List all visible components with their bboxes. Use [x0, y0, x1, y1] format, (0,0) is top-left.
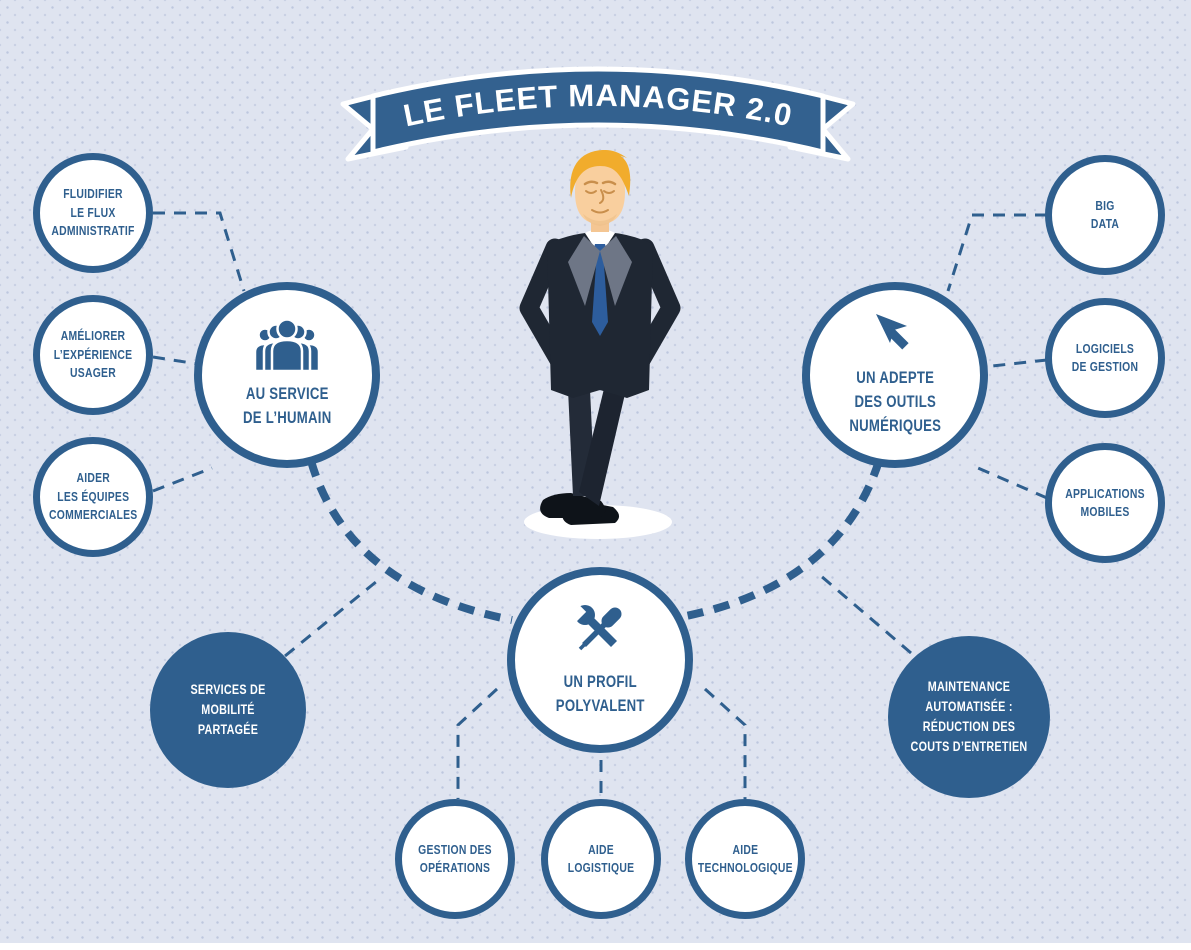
fleet-manager-character — [519, 150, 681, 539]
node-aide-logistique: AIDE LOGISTIQUE — [541, 799, 661, 919]
node-gestion-operations: GESTION DES OPÉRATIONS — [395, 799, 515, 919]
connector-gestion — [456, 687, 499, 799]
hub-au-service-de-l-humain: AU SERVICE DE L’HUMAIN — [194, 282, 380, 468]
node-big-data: BIG DATA — [1045, 155, 1165, 275]
node-label: AIDER LES ÉQUIPES COMMERCIALES — [48, 470, 138, 523]
node-applications-mobiles: APPLICATIONS MOBILES — [1045, 443, 1165, 563]
connector-big-data — [946, 213, 1047, 292]
node-label: SERVICES DE MOBILITÉ PARTAGÉE — [190, 681, 266, 738]
node-label: GESTION DES OPÉRATIONS — [418, 841, 492, 875]
hub-label: UN ADEPTE DES OUTILS NUMÉRIQUES — [849, 369, 941, 435]
node-label: AIDE LOGISTIQUE — [567, 841, 635, 875]
node-label: FLUIDIFIER LE FLUX ADMINISTRATIF — [51, 186, 135, 239]
connector-aider — [152, 466, 213, 493]
node-fluidifier-flux-administratif: FLUIDIFIER LE FLUX ADMINISTRATIF — [33, 153, 153, 273]
node-aide-technologique: AIDE TECHNOLOGIQUE — [685, 799, 805, 919]
connector-maintenance — [820, 574, 912, 655]
banner-band — [370, 66, 826, 155]
connector-fluidifier — [153, 211, 246, 292]
connector-technologique — [703, 687, 747, 799]
hub-label: UN PROFIL POLYVALENT — [555, 673, 645, 715]
node-label: AIDE TECHNOLOGIQUE — [697, 841, 793, 875]
connector-mobilite — [284, 575, 383, 658]
bottom-border — [0, 943, 1191, 950]
node-services-mobilite-partagee: SERVICES DE MOBILITÉ PARTAGÉE — [150, 632, 306, 788]
node-label: LOGICIELS DE GESTION — [1071, 340, 1139, 374]
node-aider-equipes-commerciales: AIDER LES ÉQUIPES COMMERCIALES — [33, 437, 153, 557]
node-label: AMÉLIORER L’EXPÉRIENCE USAGER — [53, 328, 133, 381]
node-label: APPLICATIONS MOBILES — [1065, 485, 1145, 519]
connector-arc-left — [307, 459, 513, 624]
connector-arc-right — [675, 459, 883, 622]
people-icon — [250, 318, 324, 379]
tools-icon — [569, 601, 629, 667]
node-label: MAINTENANCE AUTOMATISÉE : RÉDUCTION DES … — [910, 678, 1028, 755]
node-ameliorer-experience-usager: AMÉLIORER L’EXPÉRIENCE USAGER — [33, 295, 153, 415]
node-label: BIG DATA — [1090, 197, 1120, 231]
hub-label: AU SERVICE DE L’HUMAIN — [242, 385, 332, 427]
connector-applications — [977, 466, 1048, 500]
title-banner: LE FLEET MANAGER 2.0 — [340, 66, 856, 162]
node-logiciels-gestion: LOGICIELS DE GESTION — [1045, 298, 1165, 418]
connector-logiciels — [991, 358, 1048, 368]
cursor-icon — [873, 311, 917, 363]
hub-profil-polyvalent: UN PROFIL POLYVALENT — [507, 567, 693, 753]
hub-adepte-outils-numeriques: UN ADEPTE DES OUTILS NUMÉRIQUES — [802, 282, 988, 468]
connector-ameliorer — [152, 355, 199, 366]
node-maintenance-automatisee: MAINTENANCE AUTOMATISÉE : RÉDUCTION DES … — [888, 636, 1050, 798]
